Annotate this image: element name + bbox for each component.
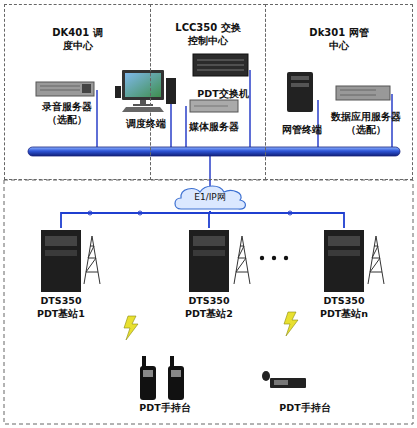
device-box: 媒体服务器 [186,99,241,135]
base-station: DTS350 PDT基站2 [178,228,240,322]
data-server [336,86,390,100]
device-box: 数据应用服务器 （选配） [326,83,406,137]
node-label: PDT手持台 [270,401,340,414]
device-box: PDT交换机 [189,53,257,101]
link-line [61,211,210,228]
network-cloud: E1/IP网 [172,184,248,211]
center-region: DK401 调度中心录音服务器 （选配）调度终端 [4,4,151,180]
base-station-cabinets [41,230,364,292]
lower-frame [4,180,413,424]
radio-terminal: PDT手持台 [255,362,355,418]
node-label: DTS350 PDT基站n [315,294,373,320]
device-box: 录音服务器 （选配） [31,81,103,129]
link-line [209,211,210,228]
region-heading: LCC350 交换控制中心 [172,21,244,47]
node-label: DTS350 PDT基站2 [180,294,238,320]
node-label: 录音服务器 （选配） [36,100,98,126]
base-station: DTS350 PDT基站1 [30,228,92,322]
line-joints [88,211,292,215]
node-label: PDT交换机 [193,87,253,100]
pdt-switch [193,54,248,76]
center-region: Dk301 网管中心网管终端数据应用服务器 （选配） [265,4,413,180]
region-heading: DK401 调度中心 [48,26,108,52]
device-box: 网管终端 [279,71,324,137]
nms-terminal [287,72,313,112]
recorder-server [36,82,94,96]
node-label: E1/IP网 [180,191,240,203]
vehicle-radio [262,371,306,388]
handhelds [140,356,184,400]
node-label: 网管终端 [279,123,324,136]
center-region: LCC350 交换控制中心 PDT交换机媒体服务器 [150,4,266,180]
antenna-towers [84,236,384,284]
bus-pipe [28,147,400,156]
node-label: 调度终端 [116,117,176,130]
dispatch-terminal [115,70,176,112]
device-box: 调度终端 [116,69,176,133]
radio-terminal: PDT手持台 [125,348,205,418]
node-label: PDT手持台 [130,401,200,414]
region-heading: Dk301 网管中心 [309,26,369,52]
base-station: DTS350 PDT基站n [313,228,375,322]
node-label: DTS350 PDT基站1 [32,294,90,320]
media-server [190,100,238,112]
node-label: 媒体服务器 [186,120,241,133]
link-line [210,211,344,228]
continuation-dots [260,256,288,260]
node-label: 数据应用服务器 （选配） [327,110,405,136]
